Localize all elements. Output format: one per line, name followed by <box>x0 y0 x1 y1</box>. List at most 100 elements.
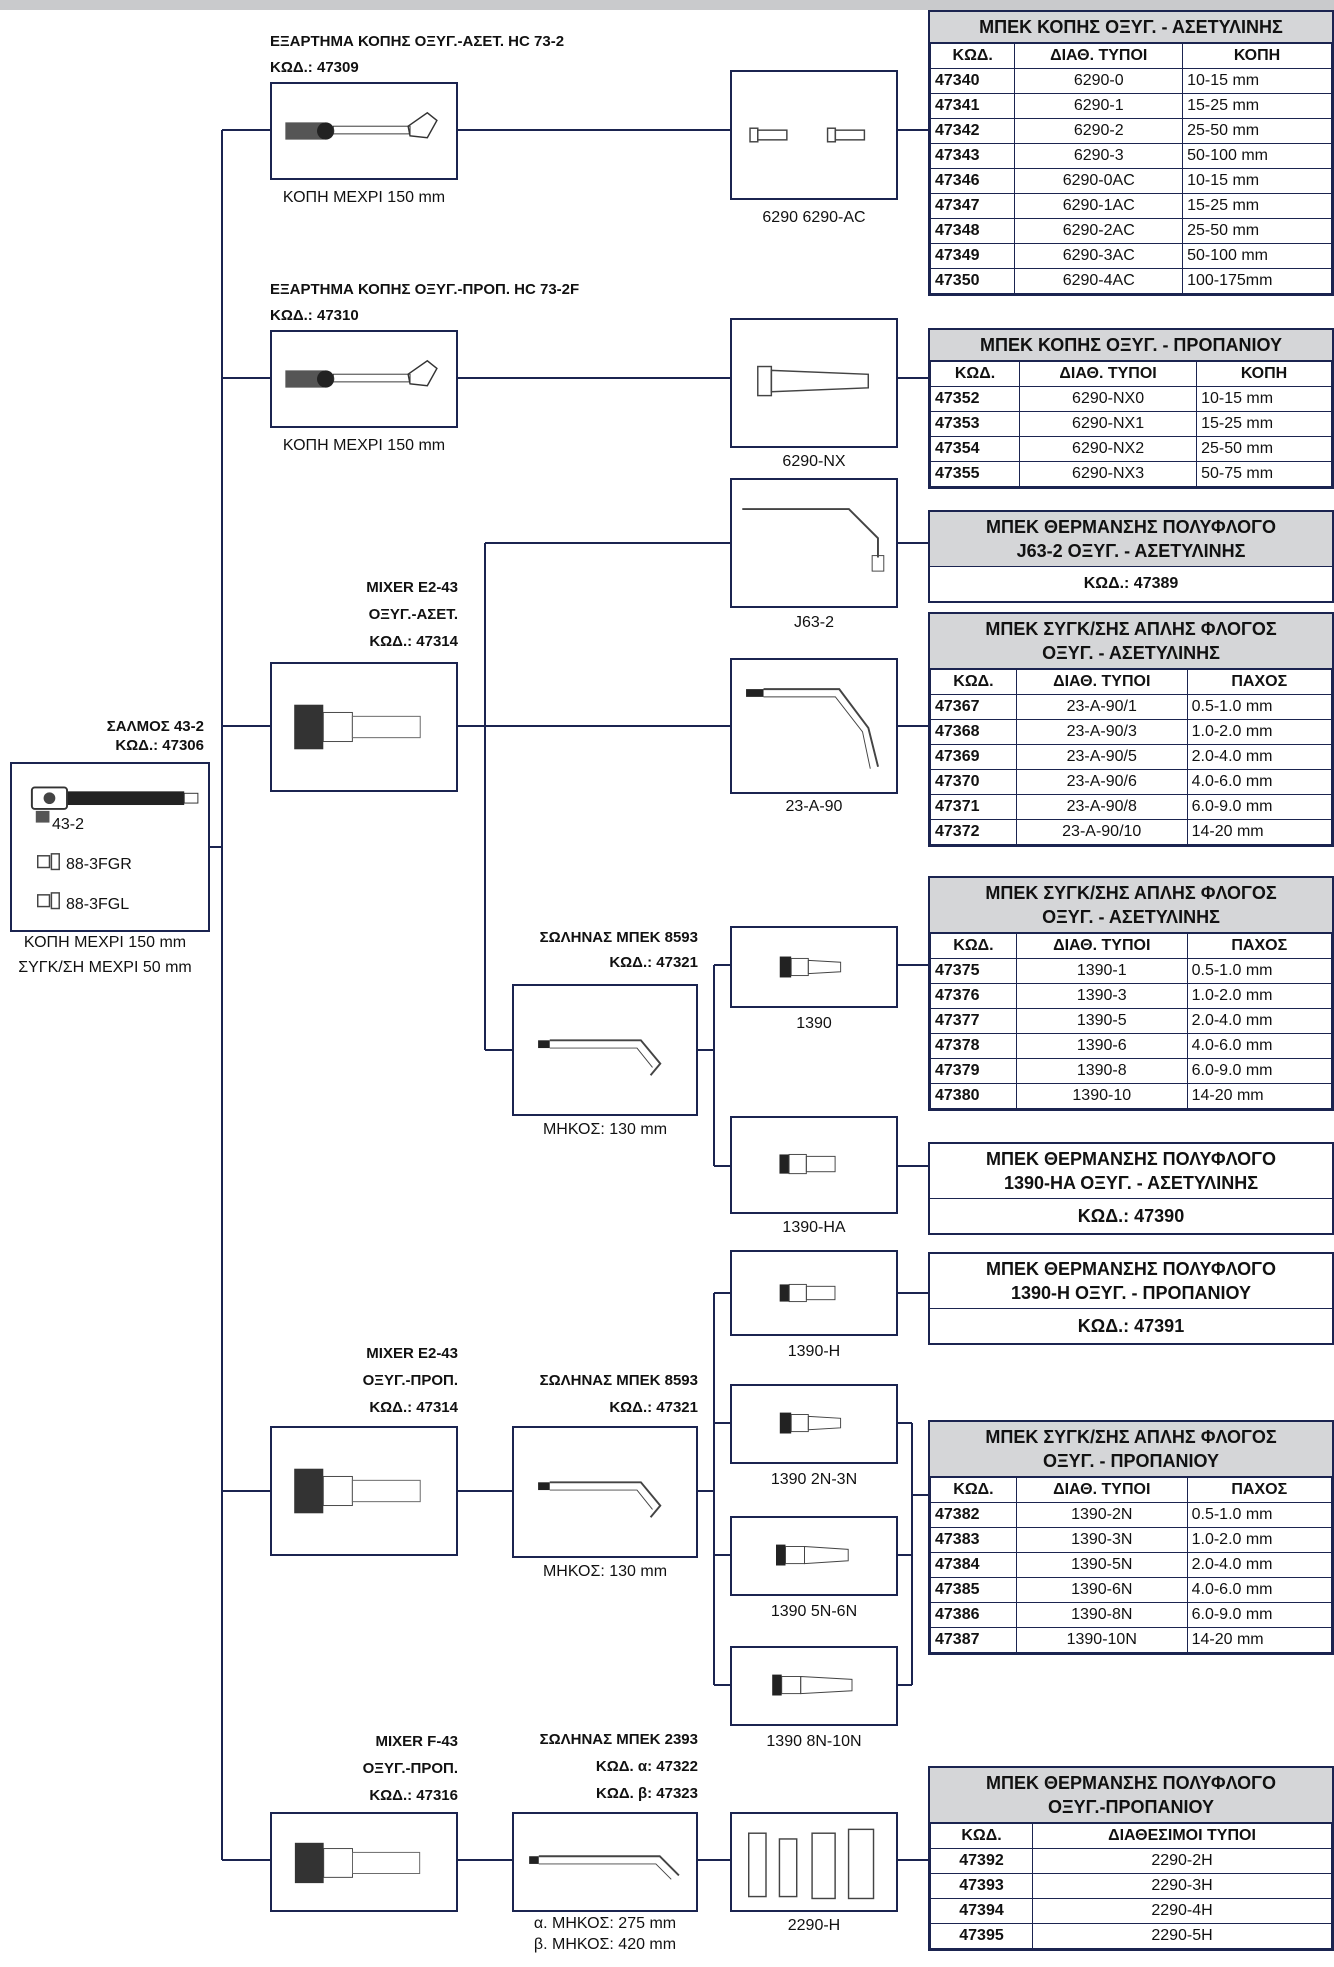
table-code: ΚΩΔ.: 47389 <box>1083 575 1179 592</box>
table-2290-heating: ΜΠΕΚ ΘΕΡΜΑΝΣΗΣ ΠΟΛΥΦΛΟΓΟ ΟΞΥΓ.-ΠΡΟΠΑΝΙΟΥ… <box>928 1766 1334 1951</box>
value-cell: 6290-3 <box>1014 143 1184 169</box>
hose3-caption-1: α. ΜΗΚΟΣ: 275 mm <box>533 1915 677 1932</box>
mixer2-line1: MIXER E2-43 <box>366 1345 458 1362</box>
code-cell: 47367 <box>930 694 1017 720</box>
hose1-box <box>512 984 698 1116</box>
table-j63-heating: ΜΠΕΚ ΘΕΡΜΑΝΣΗΣ ΠΟΛΥΦΛΟΓΟ J63-2 ΟΞΥΓ. - Α… <box>928 510 1334 603</box>
torch-image <box>30 786 199 910</box>
nozzle-1390-5n-box <box>730 1516 898 1596</box>
mixer-image <box>294 1468 421 1514</box>
nozzle-1390-2n-image <box>779 1412 842 1434</box>
mixer1-line2: ΟΞΥΓ.-ΑΣΕΤ. <box>368 606 458 623</box>
value-cell: 4.0-6.0 mm <box>1186 769 1333 795</box>
code-cell: 47354 <box>929 436 1021 462</box>
mixer-image <box>294 1842 421 1884</box>
code-cell: 47369 <box>930 744 1017 770</box>
value-cell: 6290-0 <box>1014 68 1184 94</box>
hc73-2f-title: ΕΞΑΡΤΗΜΑ ΚΟΠΗΣ ΟΞΥΓ.-ΠΡΟΠ. HC 73-2F <box>270 281 580 298</box>
value-cell: 6290-3AC <box>1014 243 1184 269</box>
nozzle-6290-box <box>730 70 898 200</box>
value-cell: 23-A-90/6 <box>1015 769 1188 795</box>
value-cell: 1390-2N <box>1015 1502 1188 1528</box>
hc73-2-code: ΚΩΔ.: 47309 <box>270 59 359 76</box>
value-cell: 1390-8 <box>1015 1058 1188 1084</box>
cutting-attachment-image <box>285 111 438 140</box>
value-cell: 100-175mm <box>1182 268 1332 294</box>
value-cell: 14-20 mm <box>1186 819 1333 845</box>
nozzle-1390-8n-caption: 1390 8N-10N <box>766 1733 862 1750</box>
table-1390ha-heating: ΜΠΕΚ ΘΕΡΜΑΝΣΗΣ ΠΟΛΥΦΛΟΓΟ 1390-HA ΟΞΥΓ. -… <box>928 1142 1334 1235</box>
code-cell: 47353 <box>929 411 1021 437</box>
table-title: ΜΠΕΚ ΚΟΠΗΣ ΟΞΥΓ. - ΠΡΟΠΑΝΙΟΥ <box>930 330 1332 361</box>
table-1390n-welding: ΜΠΕΚ ΣΥΓΚ/ΣΗΣ ΑΠΛΗΣ ΦΛΟΓΟΣ ΟΞΥΓ. - ΠΡΟΠΑ… <box>928 1420 1334 1655</box>
table-title-1: ΜΠΕΚ ΘΕΡΜΑΝΣΗΣ ΠΟΛΥΦΛΟΓΟ <box>930 1768 1332 1795</box>
hose1-line1: ΣΩΛΗΝΑΣ ΜΠΕΚ 8593 <box>539 929 698 946</box>
value-cell: 2290-3H <box>1032 1873 1332 1899</box>
code-cell: 47382 <box>930 1502 1017 1528</box>
value-cell: 50-75 mm <box>1196 461 1332 487</box>
code-cell: 47386 <box>930 1602 1017 1628</box>
code-cell: 47350 <box>929 268 1016 294</box>
nozzle-23a90-box <box>730 658 898 794</box>
value-cell: 0.5-1.0 mm <box>1186 694 1333 720</box>
value-cell: 15-25 mm <box>1182 193 1332 219</box>
value-cell: 14-20 mm <box>1186 1083 1333 1109</box>
code-cell: 47343 <box>929 143 1016 169</box>
nozzle-6290nx-image <box>757 365 870 397</box>
nozzle-1390-caption: 1390 <box>796 1015 832 1032</box>
value-cell: 1.0-2.0 mm <box>1186 1527 1333 1553</box>
code-cell: 47371 <box>930 794 1017 820</box>
code-cell: 47370 <box>930 769 1017 795</box>
nozzle-1390-8n-box <box>730 1646 898 1726</box>
mixer2-box <box>270 1426 458 1556</box>
code-cell: 47341 <box>929 93 1016 119</box>
torch-item-2: 88-3FGR <box>66 856 132 873</box>
value-cell: 1390-5 <box>1015 1008 1188 1034</box>
value-cell: 6.0-9.0 mm <box>1186 794 1333 820</box>
code-cell: 47349 <box>929 243 1016 269</box>
nozzle-1390ha-image <box>779 1153 836 1175</box>
value-cell: 1390-6N <box>1015 1577 1188 1603</box>
value-cell: 23-A-90/5 <box>1015 744 1188 770</box>
value-cell: 2.0-4.0 mm <box>1186 744 1333 770</box>
torch-item-1: 43-2 <box>52 816 85 833</box>
value-cell: 15-25 mm <box>1196 411 1332 437</box>
value-cell: 2290-2H <box>1032 1848 1332 1874</box>
hc73-2-title: ΕΞΑΡΤΗΜΑ ΚΟΠΗΣ ΟΞΥΓ.-ΑΣΕΤ. HC 73-2 <box>270 33 565 50</box>
code-cell: 47355 <box>929 461 1021 487</box>
nozzle-1390h-caption: 1390-H <box>787 1343 841 1360</box>
nozzle-1390-image <box>779 956 842 978</box>
value-cell: 2290-4H <box>1032 1898 1332 1924</box>
mixer1-line1: MIXER E2-43 <box>366 579 458 596</box>
torch-code: ΚΩΔ.: 47306 <box>115 737 204 754</box>
value-cell: 1390-8N <box>1015 1602 1188 1628</box>
value-cell: 1390-1 <box>1015 958 1188 984</box>
table-title-2: ΟΞΥΓ. - ΑΣΕΤΥΛΙΝΗΣ <box>930 641 1332 669</box>
value-cell: 1390-10 <box>1015 1083 1188 1109</box>
nozzle-1390ha-box <box>730 1116 898 1214</box>
value-cell: 4.0-6.0 mm <box>1186 1033 1333 1059</box>
value-cell: 6290-4AC <box>1014 268 1184 294</box>
hose2-line2: ΚΩΔ.: 47321 <box>609 1399 698 1416</box>
code-cell: 47378 <box>930 1033 1017 1059</box>
nozzle-2290h-caption: 2290-H <box>787 1917 841 1934</box>
value-cell: 1.0-2.0 mm <box>1186 719 1333 745</box>
value-cell: 2.0-4.0 mm <box>1186 1552 1333 1578</box>
